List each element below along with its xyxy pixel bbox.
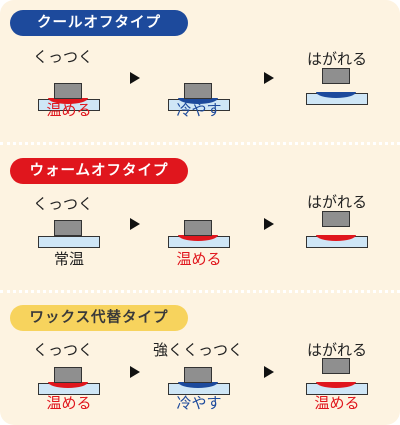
label-heat: 温める xyxy=(46,394,92,412)
label-heat: 温める xyxy=(176,250,222,268)
label-release: はがれる xyxy=(306,341,367,359)
section-title-cool-off: クールオフタイプ xyxy=(10,10,188,36)
adhesion-unit xyxy=(168,205,230,251)
adhesion-unit xyxy=(38,68,100,114)
workpiece-block xyxy=(322,211,350,227)
arrow-right-icon xyxy=(264,72,274,84)
label-stick-strongly: 強くくっつく xyxy=(152,341,243,359)
label-cool: 冷やす xyxy=(176,394,222,412)
adhesive-bead-cooled xyxy=(178,382,218,388)
workpiece-block xyxy=(322,358,350,374)
label-stick: くっつく xyxy=(32,48,93,66)
arrow-right-icon xyxy=(130,218,140,230)
adhesive-bead-heated xyxy=(316,382,356,388)
adhesion-unit xyxy=(306,62,368,108)
adhesive-bead-heated xyxy=(316,235,356,241)
label-stick: くっつく xyxy=(32,195,93,213)
label-release: はがれる xyxy=(306,193,367,211)
adhesive-bead-heated xyxy=(178,235,218,241)
adhesive-bead-cooled xyxy=(316,92,356,98)
adhesive-bead-heated xyxy=(48,382,88,388)
section-divider xyxy=(0,290,400,293)
workpiece-block xyxy=(184,83,212,99)
substrate-plate xyxy=(38,236,100,248)
adhesion-unit xyxy=(306,205,368,251)
arrow-right-icon xyxy=(130,366,140,378)
adhesion-unit xyxy=(306,352,368,398)
workpiece-block xyxy=(184,367,212,383)
section-title-warm-off: ウォームオフタイプ xyxy=(10,158,188,184)
adhesion-unit xyxy=(168,68,230,114)
workpiece-block xyxy=(54,83,82,99)
label-heat: 温める xyxy=(46,101,92,119)
workpiece-block xyxy=(54,367,82,383)
workpiece-block xyxy=(184,220,212,236)
adhesive-bead-heated xyxy=(48,98,88,104)
label-heat: 温める xyxy=(314,394,360,412)
section-divider xyxy=(0,142,400,145)
label-cool: 冷やす xyxy=(176,101,222,119)
adhesion-unit xyxy=(38,205,100,251)
label-stick: くっつく xyxy=(32,341,93,359)
arrow-right-icon xyxy=(130,72,140,84)
adhesion-unit xyxy=(38,352,100,398)
arrow-right-icon xyxy=(264,218,274,230)
arrow-right-icon xyxy=(264,366,274,378)
label-room-temp: 常温 xyxy=(53,250,84,268)
section-title-wax-alternative: ワックス代替タイプ xyxy=(10,305,188,331)
workpiece-block xyxy=(322,68,350,84)
adhesion-unit xyxy=(168,352,230,398)
workpiece-block xyxy=(54,220,82,236)
adhesive-bead-cooled xyxy=(178,98,218,104)
label-release: はがれる xyxy=(306,50,367,68)
